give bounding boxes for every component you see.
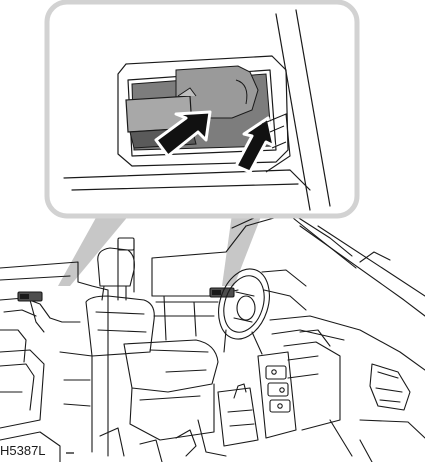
front-seat-headrest [98,248,135,286]
front-seat-back [86,296,154,356]
vehicle-interior [0,206,425,462]
gear-selector [218,388,258,446]
inset-callout [47,2,357,216]
front-seat-cushion [124,340,218,392]
dashboard [270,316,425,370]
figure-reference-code: H5387L [0,443,46,458]
center-console [258,352,296,438]
rear-seat [0,350,44,428]
